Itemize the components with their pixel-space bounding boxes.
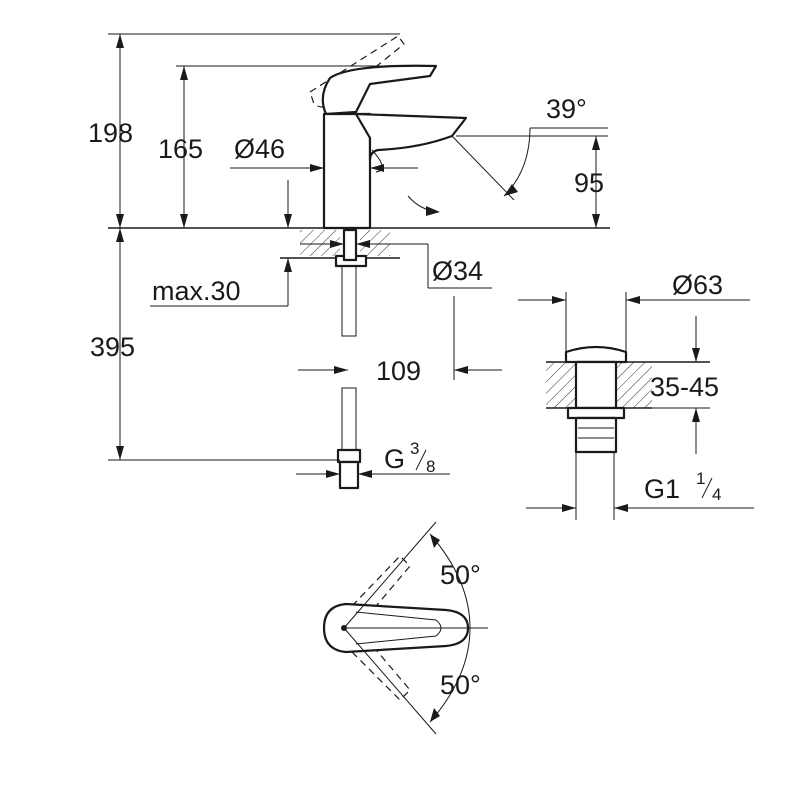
faucet-top-view: 50° 50° bbox=[322, 521, 488, 735]
arrow-angle-lower bbox=[426, 206, 440, 216]
arrow-3545-top bbox=[692, 348, 700, 362]
dim-waste-range: 35-45 bbox=[650, 372, 719, 402]
faucet-body bbox=[322, 112, 372, 230]
dim-max-thickness: max.30 bbox=[152, 276, 241, 306]
arrow-165-top bbox=[180, 66, 188, 80]
arrow-395-bottom bbox=[116, 446, 124, 460]
under-counter-assembly: max.30 Ø34 395 109 G 3 8 bbox=[90, 180, 502, 490]
waste-body bbox=[574, 360, 618, 410]
dim-spout-height: 95 bbox=[574, 168, 604, 198]
dim-projection: 109 bbox=[376, 356, 421, 386]
dim-body-diameter: Ø46 bbox=[234, 134, 285, 164]
top-view-ray-down bbox=[343, 627, 437, 735]
arrow-max30-top bbox=[284, 214, 292, 228]
dim-waste-thread-sup: 1 bbox=[696, 469, 705, 488]
arrow-95-top bbox=[592, 136, 600, 150]
waste-tail bbox=[574, 416, 618, 454]
dim-rotation-down: 50° bbox=[440, 670, 481, 700]
dim-waste-thread-main: G1 bbox=[644, 474, 680, 504]
dim-connection-sub: 8 bbox=[426, 457, 435, 476]
arrow-max30-bottom bbox=[284, 258, 292, 272]
arrow-109-right bbox=[454, 366, 468, 374]
arrow-395-top bbox=[116, 228, 124, 242]
faucet-spout bbox=[354, 112, 468, 162]
top-view-arc-up bbox=[429, 533, 471, 629]
dim-lever-height: 165 bbox=[158, 134, 203, 164]
arrow-g114-right bbox=[614, 504, 628, 512]
fraction-slash-g114 bbox=[701, 477, 713, 499]
flex-hose-upper bbox=[341, 265, 357, 337]
arrow-198-top bbox=[116, 34, 124, 48]
arrow-95-bottom bbox=[592, 214, 600, 228]
faucet-side-view: 198 165 Ø46 39° 95 bbox=[88, 33, 610, 230]
arrow-3545-bottom bbox=[692, 408, 700, 422]
waste-plug bbox=[564, 345, 628, 364]
shank bbox=[342, 228, 358, 262]
arrow-165-bottom bbox=[180, 214, 188, 228]
dim-under-length: 395 bbox=[90, 332, 135, 362]
fraction-slash-g38 bbox=[415, 449, 427, 471]
angle-ref-line bbox=[451, 135, 515, 201]
arrow-g38-left bbox=[326, 470, 340, 478]
lever-handle bbox=[321, 64, 438, 116]
arrow-63-right bbox=[626, 296, 640, 304]
arrow-rot-up bbox=[430, 534, 440, 548]
arrow-198-bottom bbox=[116, 214, 124, 228]
arrow-46-right bbox=[370, 164, 384, 172]
arrow-g114-left bbox=[562, 504, 576, 512]
dim-total-height: 198 bbox=[88, 118, 133, 148]
arrow-34-left bbox=[330, 240, 344, 248]
arrow-63-left bbox=[552, 296, 566, 304]
waste-nut bbox=[566, 406, 626, 420]
arrow-34-right bbox=[356, 240, 370, 248]
waste-pop-up-view: Ø63 35-45 G1 1 4 bbox=[518, 270, 754, 520]
arrow-g38-right bbox=[358, 470, 372, 478]
top-view-ray-up bbox=[343, 521, 437, 629]
arrow-rot-down bbox=[430, 708, 440, 722]
hose-end bbox=[338, 460, 360, 490]
arrow-angle bbox=[504, 184, 518, 196]
angle-arc bbox=[503, 127, 531, 197]
hose-connector bbox=[336, 448, 362, 464]
arrow-109-left bbox=[334, 366, 348, 374]
dim-waste-diameter: Ø63 bbox=[672, 270, 723, 300]
flex-hose-lower bbox=[341, 387, 357, 451]
dim-connection-sup: 3 bbox=[410, 439, 419, 458]
dim-connection-main: G bbox=[384, 444, 405, 474]
dim-rotation-up: 50° bbox=[440, 560, 481, 590]
dim-spout-angle: 39° bbox=[546, 94, 587, 124]
top-view-arc-down bbox=[429, 627, 471, 723]
dim-hole-diameter: Ø34 bbox=[432, 256, 483, 286]
dim-waste-thread-sub: 4 bbox=[712, 485, 721, 504]
arrow-46-left bbox=[310, 164, 324, 172]
